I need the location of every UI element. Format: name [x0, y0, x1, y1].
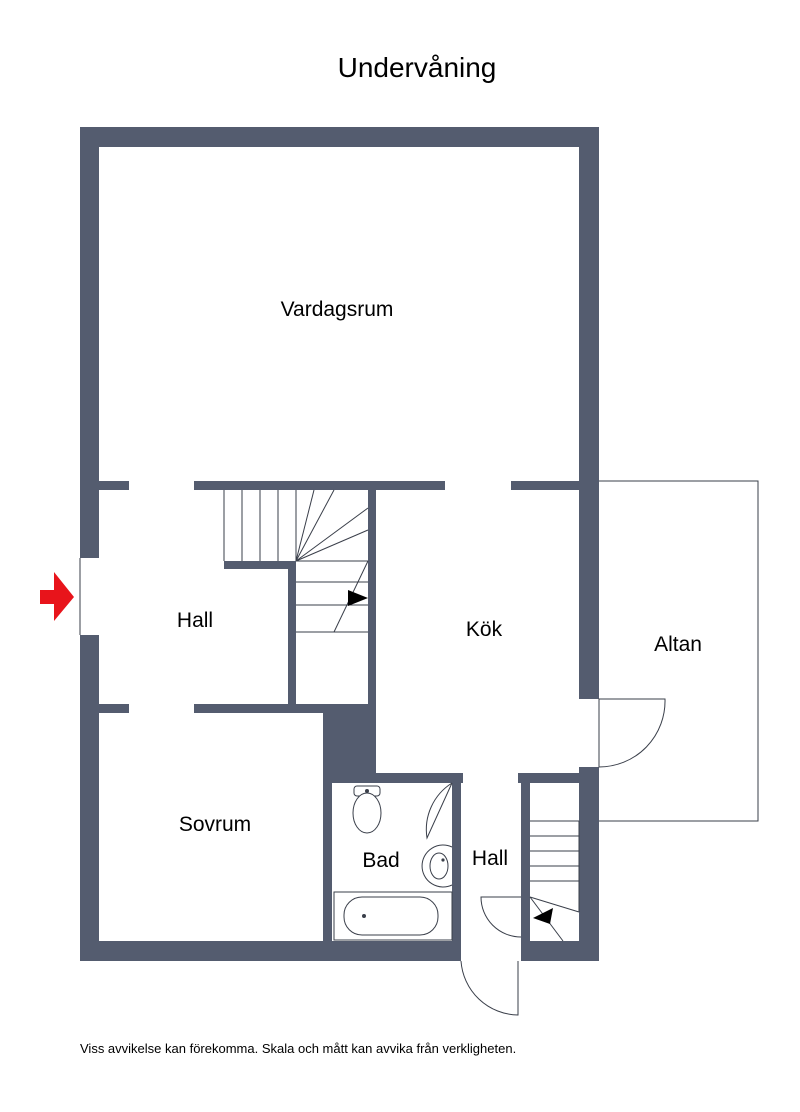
toilet-icon [352, 785, 382, 834]
sink-icon [421, 844, 453, 888]
room-label-sovrum: Sovrum [179, 813, 251, 836]
bathtub-icon [333, 891, 453, 941]
bathroom-fixtures [333, 785, 453, 941]
interior-walls [99, 481, 599, 961]
stair-arrow-icon [533, 908, 553, 924]
main-staircase [223, 489, 369, 633]
room-label-hall-upper: Hall [177, 609, 213, 632]
room-label-hall-lower: Hall [472, 847, 508, 870]
room-label-altan: Altan [654, 633, 702, 656]
doors [425, 698, 666, 1016]
plan-title: Undervåning [338, 52, 497, 83]
room-label-kok: Kök [466, 618, 503, 641]
outer-walls [80, 127, 599, 961]
lower-staircase [529, 820, 580, 942]
room-label-vardagsrum: Vardagsrum [281, 298, 394, 321]
room-label-bad: Bad [362, 849, 399, 872]
altan-terrace [599, 480, 759, 822]
stair-arrow-icon [348, 590, 368, 606]
disclaimer-text: Viss avvikelse kan förekomma. Skala och … [80, 1041, 517, 1056]
entrance-arrow-icon [40, 572, 74, 621]
